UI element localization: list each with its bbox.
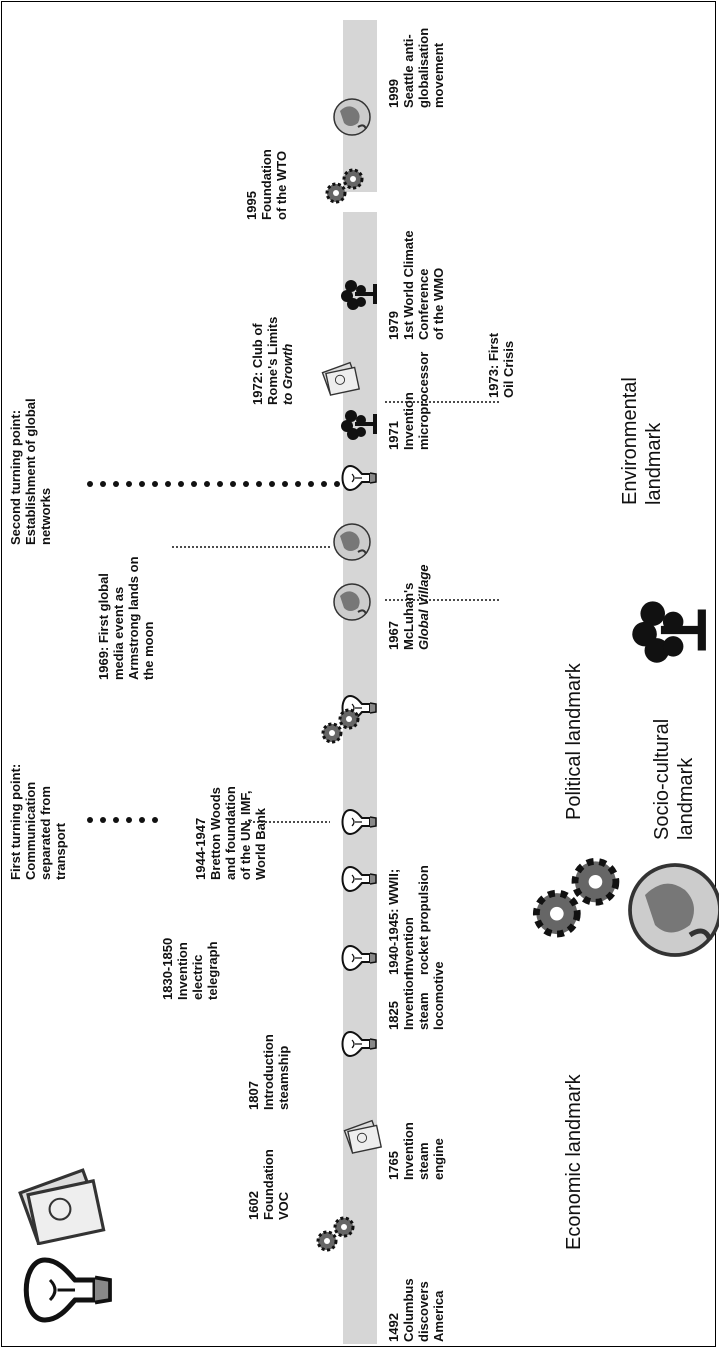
event-label-e1969: 1969: First globalmedia event asArmstron…: [96, 556, 156, 680]
event-label-e1830: 1830-1850Inventionelectrictelegraph: [160, 938, 220, 1000]
event-label-e1807: 1807Introductionsteamship: [246, 1034, 291, 1110]
legend-economic-label: Economic landmark: [563, 1073, 585, 1250]
timeline-band-end: [343, 1324, 377, 1344]
money-icon: [18, 1168, 106, 1245]
gears-icon: [536, 861, 616, 934]
tree-icon: [632, 601, 702, 662]
event-label-e1765: 1765Inventionsteamengine: [386, 1122, 446, 1180]
globe-icon: [630, 865, 719, 955]
event-label-e1602: 1602FoundationVOC: [246, 1149, 291, 1220]
money-icon: [321, 361, 360, 396]
turning-point-label-2: Second turning point:Establishment of gl…: [8, 398, 53, 545]
legend-political-label: Political landmark: [563, 662, 585, 820]
legend-environmental-label: Environmental landmark: [619, 372, 665, 505]
event-label-e1971: 1971Inventionmicroprocessor: [386, 352, 431, 450]
event-label-e1999: 1999Seattle anti-globalisationmovement: [386, 28, 446, 108]
turning-point-label-1: First turning point:Communicationseparat…: [8, 764, 68, 880]
event-label-e1967: 1967McLuhan'sGlobal Village: [386, 565, 431, 650]
event-label-e1973: 1973: FirstOil Crisis: [486, 332, 516, 398]
event-labels: 1492ColumbusdiscoversAmerica 1602Foundati…: [8, 28, 516, 1342]
turning-point-1-dots: [87, 817, 158, 823]
globe-icon: [333, 583, 371, 621]
lightbulb-icon: [26, 1260, 110, 1320]
event-label-e1944: 1944-1947Bretton Woodsand foundationof t…: [193, 786, 268, 880]
event-label-e1940: 1940-1945: WWII;Inventionrocket propulsi…: [386, 865, 431, 975]
event-label-e1995: 1995Foundationof the WTO: [244, 149, 289, 220]
globe-icon: [333, 523, 371, 561]
globe-icon: [333, 98, 371, 136]
event-label-e1979: 19791st World ClimateConferenceof the WM…: [386, 230, 446, 340]
event-label-e1492: 1492ColumbusdiscoversAmerica: [386, 1278, 446, 1342]
event-label-e1972: 1972: Club ofRome's Limitsto Growth: [250, 317, 295, 405]
turning-point-2-dots: [87, 481, 340, 487]
event-label-e1825: 1825Inventionsteamlocomotive: [386, 961, 446, 1030]
legend-socio-cultural-label: Socio-cultural landmark: [651, 713, 697, 840]
